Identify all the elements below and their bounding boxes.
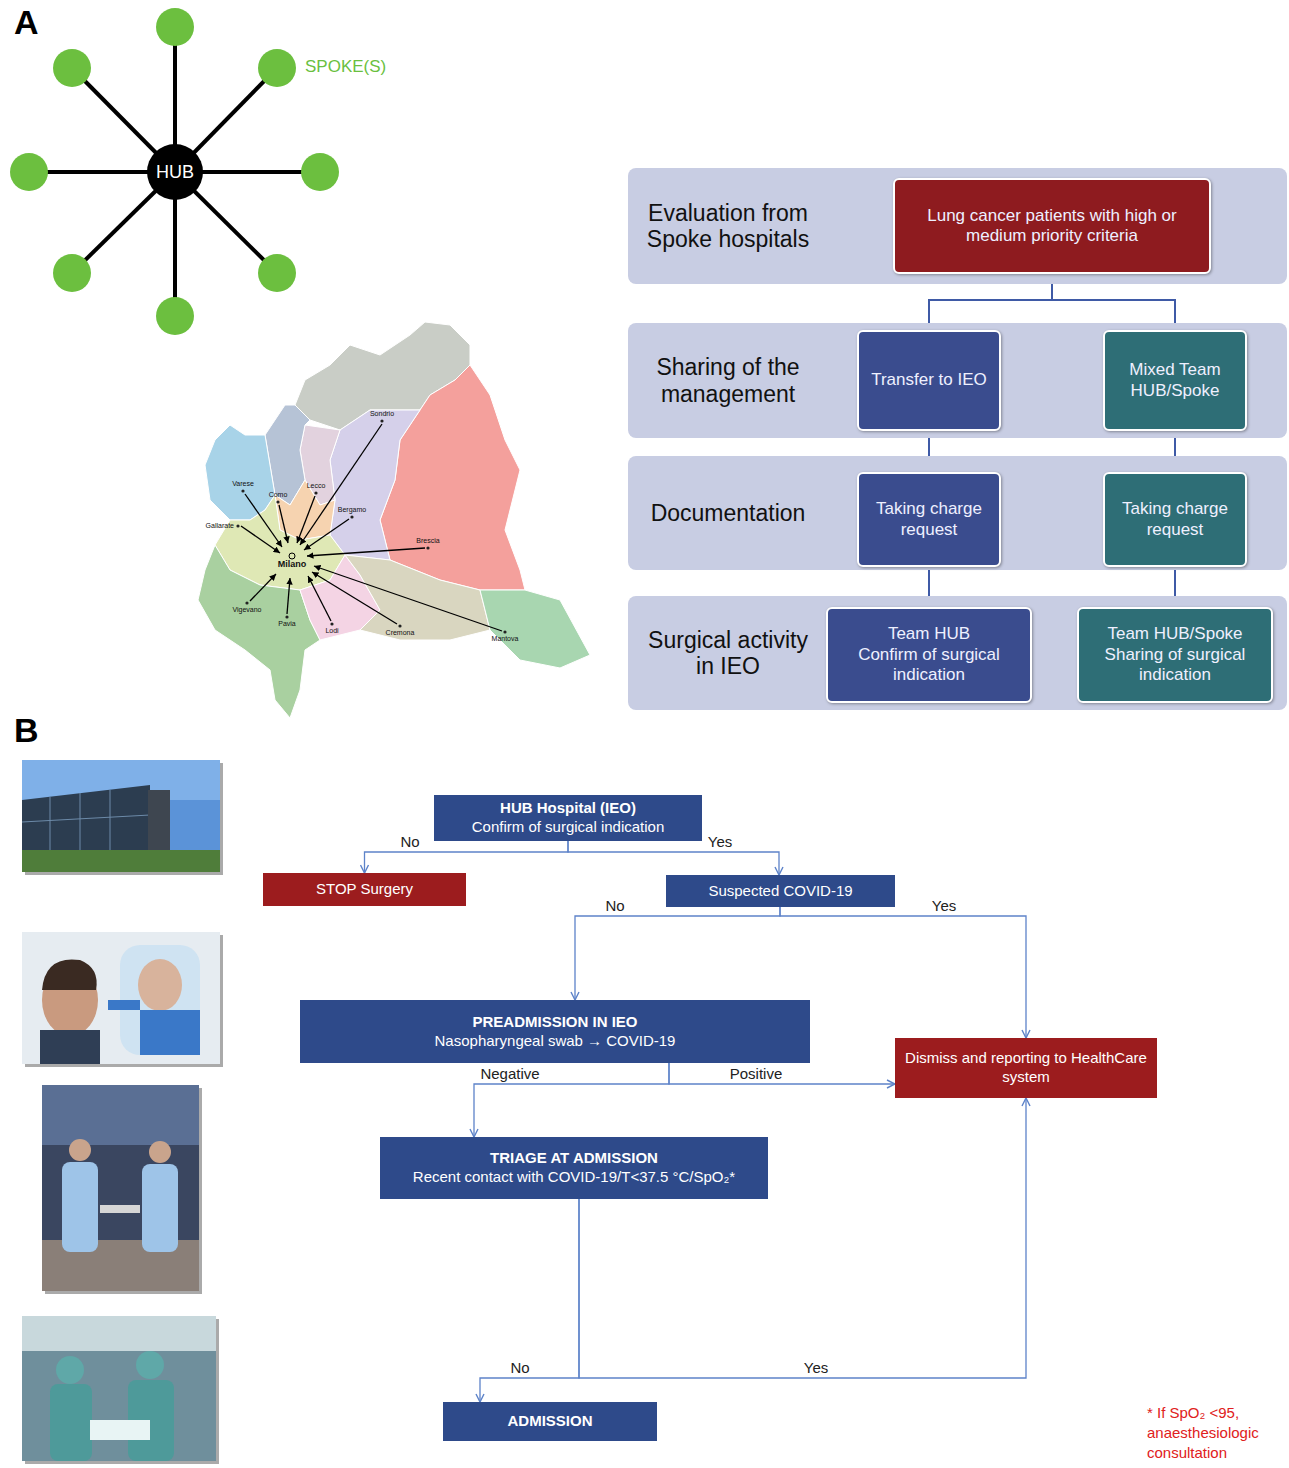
stage-band: Evaluation from Spoke hospitals Lung canc… [628,168,1287,284]
node-text: Mixed Team HUB/Spoke [1113,360,1237,401]
process-box: Team HUB/SpokeSharing of surgical indica… [1077,607,1273,703]
node-text: Lung cancer patients with high or medium… [903,206,1201,247]
node-text: Transfer to IEO [871,370,987,390]
footnote: * If SpO₂ <95, anaesthesiologic consulta… [1147,1403,1287,1463]
city-name: Como [269,491,288,499]
process-box: TRIAGE AT ADMISSIONRecent contact with C… [380,1137,768,1199]
lombardy-map [198,322,590,718]
node-text: Suspected COVID-19 [708,882,852,901]
flow-connector [568,841,779,876]
node-text: Confirm of surgical indication [472,818,665,837]
hub-circle: HUB [147,144,203,200]
node-text: Dismiss and reporting to HealthCare syst… [903,1049,1149,1087]
edge-label: Yes [706,834,734,850]
edge-label: No [603,898,626,914]
process-box: Taking charge request [857,472,1001,567]
node-text: TRIAGE AT ADMISSION [490,1149,658,1168]
city-name: Cremona [386,629,415,637]
node-text: Taking charge request [867,499,991,540]
city-name: Bergamo [338,506,366,514]
city-name: Sondrio [370,410,394,418]
stage-band: Surgical activity in IEOTeam HUBConfirm … [628,596,1287,710]
city-name: Gallarate [206,522,234,530]
panel-letter: B [14,712,39,748]
city-dots [236,419,506,633]
node-text: Sharing of surgical indication [1087,645,1263,686]
node-text: HUB Hospital (IEO) [500,799,636,818]
dismiss-box: Dismiss and reporting to HealthCare syst… [895,1038,1157,1098]
flow-connector [480,1199,579,1402]
process-box: Transfer to IEO [857,330,1001,431]
node-text: Team HUB/Spoke [1107,624,1242,644]
process-box: HUB Hospital (IEO)Confirm of surgical in… [434,795,702,841]
process-box: Team HUBConfirm of surgical indication [826,607,1032,703]
city-name: Brescia [416,537,439,545]
flow-connector [474,1063,669,1137]
city-name: Milano [278,559,307,569]
city-name: Vigevano [232,606,261,614]
edge-label: Yes [802,1360,830,1376]
edge-label: Negative [478,1066,541,1082]
city-name: Lodi [325,627,338,635]
photo-triage [42,1085,202,1294]
node-text: Confirm of surgical indication [836,645,1022,686]
node-text: HUB [156,162,194,183]
process-box: PREADMISSION IN IEONasopharyngeal swab →… [300,1000,810,1063]
flow-connector [669,1063,895,1084]
photo-swab [22,932,223,1067]
panel-letter: A [14,4,39,40]
city-name: Pavia [278,620,296,628]
node-text: PREADMISSION IN IEO [472,1013,637,1032]
edge-label: No [508,1360,531,1376]
city-name: Mantova [492,635,519,643]
hub-spokes [29,27,320,316]
flow-connector [780,907,1026,1038]
spoke-circles [10,8,339,335]
stage-band: Documentation Taking charge request Taking… [628,456,1287,570]
city-name: Varese [232,480,254,488]
stop-box: STOP Surgery [263,873,466,906]
map-arrows [241,424,502,631]
spoke-label: SPOKE(S) [305,57,386,77]
band-heading: Surgical activity in IEO [636,596,820,710]
node-text: Team HUB [888,624,970,644]
node-text: Recent contact with COVID-19/T<37.5 °C/S… [413,1168,735,1187]
photo-building [22,760,223,875]
node-text: Taking charge request [1113,499,1237,540]
decision-box: Suspected COVID-19 [666,875,895,907]
process-box: Mixed Team HUB/Spoke [1103,330,1247,431]
terminal-box: ADMISSION [443,1402,657,1441]
process-box: Taking charge request [1103,472,1247,567]
photo-surgery [22,1316,219,1464]
city-name: Lecco [307,482,326,490]
band-heading: Documentation [636,456,820,570]
edge-label: Yes [930,898,958,914]
edge-label: Positive [728,1066,785,1082]
node-text: STOP Surgery [316,880,413,899]
flow-connector [575,907,780,1000]
stage-band: Sharing of the management Transfer to IEO… [628,323,1287,438]
flow-connector [365,841,569,874]
band-heading: Sharing of the management [636,323,820,438]
process-box: Lung cancer patients with high or medium… [893,178,1211,274]
edge-label: No [398,834,421,850]
node-text: Nasopharyngeal swab → COVID-19 [435,1032,676,1051]
node-text: ADMISSION [507,1412,592,1431]
band-heading: Evaluation from Spoke hospitals [636,168,820,284]
